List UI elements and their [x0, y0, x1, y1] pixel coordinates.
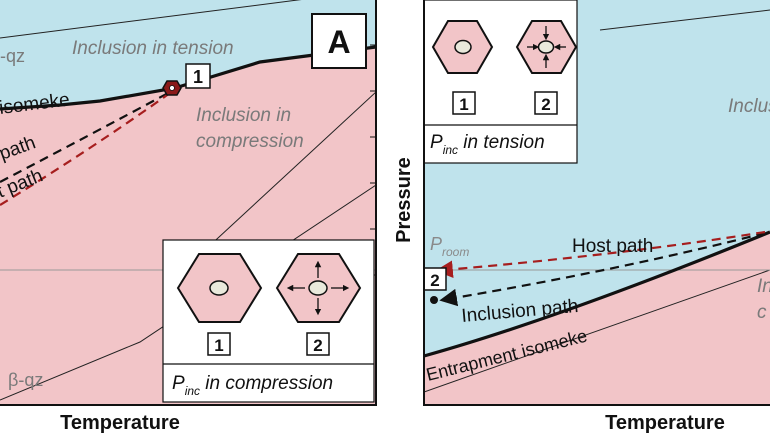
beta-qz-line	[0, 184, 376, 401]
alpha-qz-label: -qz	[0, 46, 25, 66]
inclusion-tension-state-2	[537, 40, 555, 54]
inset-tension-state-1-label: 1	[459, 95, 468, 114]
tension-region-label-right: Inclus	[728, 96, 770, 117]
beta-qz-label: β-qz	[8, 370, 43, 390]
right-panel: Inclus In c Proom Host path Inclusion pa…	[424, 0, 770, 405]
compression-region-label-2: compression	[196, 131, 304, 152]
host-path-line-right	[435, 230, 766, 279]
point-2-label: 2	[430, 271, 439, 290]
entrapment-isomeke	[0, 45, 376, 111]
tension-inset: 1 2 Pinc in tension	[424, 0, 578, 164]
compression-label-right-1: In	[757, 276, 770, 297]
tension-region-label: Inclusion in tension	[72, 38, 234, 59]
entrapment-isomeke-right	[424, 230, 770, 358]
point-2-box	[424, 267, 447, 291]
left-panel-frame	[0, 0, 377, 406]
left-x-axis-label: Temperature	[60, 412, 180, 434]
inclusion-tension-state-1	[454, 39, 472, 55]
outward-arrows	[286, 260, 350, 316]
inset-title: Pinc in compression	[172, 373, 333, 398]
inset-state-2-label: 2	[313, 336, 322, 355]
host-path-label-right: Host path	[572, 236, 653, 257]
inward-arrows	[527, 26, 566, 68]
alpha-qz-line	[0, 0, 302, 39]
compression-inset: 1 2 Pinc in compression	[162, 239, 375, 403]
inclusion-end-point	[430, 296, 438, 304]
inclusion-path-line-right	[439, 231, 766, 307]
tension-region	[0, 0, 376, 109]
entrapment-marker	[162, 80, 182, 96]
p-room-label: Proom	[430, 234, 469, 259]
inclusion-state-1	[209, 280, 229, 296]
transition-line-right	[424, 269, 770, 393]
inset-state-1-label: 1	[214, 336, 223, 355]
inset-tension-state-2-label: 2	[541, 95, 550, 114]
point-1-label: 1	[193, 67, 203, 87]
right-x-axis-label: Temperature	[605, 412, 725, 434]
transition-line-upper	[204, 91, 376, 251]
transition-line-right-top	[599, 9, 770, 31]
inset-tension-title: Pinc in tension	[430, 132, 545, 157]
point-1-box	[185, 63, 211, 89]
inclusion-path-line	[0, 91, 171, 183]
compression-label-right-2: c	[757, 302, 767, 323]
right-y-axis-label: Pressure	[393, 157, 415, 243]
left-panel: Inclusion in tension Inclusion in compre…	[0, 0, 376, 405]
panel-letter-box	[311, 13, 367, 69]
compression-region-label-1: Inclusion in	[196, 105, 291, 126]
panel-letter: A	[327, 24, 350, 60]
right-panel-frame	[423, 0, 770, 406]
inclusion-state-2	[308, 280, 328, 296]
